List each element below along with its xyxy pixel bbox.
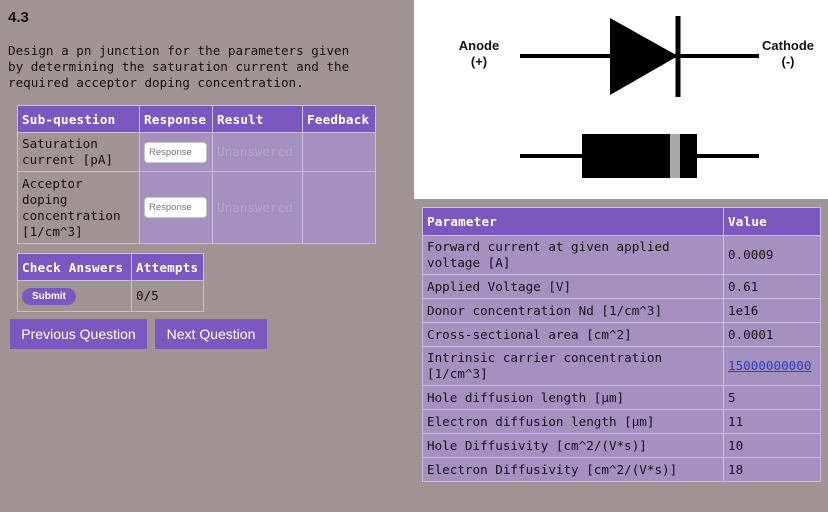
diode-diagram: Anode (+) Cathode (-) <box>414 0 828 199</box>
parameter-name: Electron Diffusivity [cm^2/(V*s)] <box>422 457 724 482</box>
col-attempts: Attempts <box>131 253 204 281</box>
table-row: Electron diffusion length [µm] 11 <box>422 409 821 434</box>
diode-triangle-icon <box>610 18 678 95</box>
question-number: 4.3 <box>8 9 29 26</box>
parameter-name: Electron diffusion length [µm] <box>422 409 724 434</box>
table-row: Cross-sectional area [cm^2] 0.0001 <box>422 322 821 347</box>
parameter-table-header: Parameter Value <box>422 207 821 236</box>
question-table-header: Sub-question Response Result Feedback <box>17 105 376 133</box>
diode-cathode-band <box>670 134 680 178</box>
sub-question-label: Saturation current [pA] <box>17 132 140 172</box>
question-table: Sub-question Response Result Feedback Sa… <box>17 105 376 244</box>
col-feedback: Feedback <box>302 105 376 133</box>
attempts-count: 0/5 <box>131 280 204 312</box>
answer-table: Check Answers Attempts Submit 0/5 <box>17 253 204 312</box>
result-cell: Unanswered <box>212 171 303 244</box>
cathode-text: Cathode <box>762 38 814 53</box>
parameter-name: Hole diffusion length [µm] <box>422 385 724 410</box>
parameter-name: Cross-sectional area [cm^2] <box>422 322 724 347</box>
table-row: Hole diffusion length [µm] 5 <box>422 385 821 410</box>
parameter-table: Parameter Value Forward current at given… <box>422 207 821 482</box>
table-row: Acceptor doping concentration [1/cm^3] U… <box>17 171 376 244</box>
parameter-name: Forward current at given applied voltage… <box>422 235 724 275</box>
parameter-value: 0.0001 <box>723 322 821 347</box>
parameter-value: 0.0009 <box>723 235 821 275</box>
response-cell <box>139 171 213 244</box>
parameter-value: 5 <box>723 385 821 410</box>
response-cell <box>139 132 213 172</box>
col-response: Response <box>139 105 213 133</box>
next-question-button[interactable]: Next Question <box>155 319 267 349</box>
answer-table-header: Check Answers Attempts <box>17 253 204 281</box>
cathode-label: Cathode (-) <box>755 38 821 70</box>
question-description: Design a pn junction for the parameters … <box>8 43 350 90</box>
col-parameter: Parameter <box>422 207 724 236</box>
saturation-current-input[interactable] <box>144 141 207 163</box>
table-row: Donor concentration Nd [1/cm^3] 1e16 <box>422 298 821 323</box>
parameter-name: Intrinsic carrier concentration [1/cm^3] <box>422 346 724 386</box>
col-sub-question: Sub-question <box>17 105 140 133</box>
col-result: Result <box>212 105 303 133</box>
intrinsic-concentration-link[interactable]: 15000000000 <box>723 346 821 386</box>
diode-symbol-svg <box>520 16 759 178</box>
parameter-value: 0.61 <box>723 274 821 299</box>
acceptor-doping-input[interactable] <box>144 197 207 218</box>
submit-cell: Submit <box>17 280 132 312</box>
parameter-name: Hole Diffusivity [cm^2/(V*s)] <box>422 433 724 458</box>
table-row: Saturation current [pA] Unanswered <box>17 132 376 172</box>
anode-sign: (+) <box>470 54 488 69</box>
result-cell: Unanswered <box>212 132 303 172</box>
cathode-sign: (-) <box>781 54 795 69</box>
table-row: Applied Voltage [V] 0.61 <box>422 274 821 299</box>
parameter-value: 11 <box>723 409 821 434</box>
sub-question-label: Acceptor doping concentration [1/cm^3] <box>17 171 140 244</box>
col-check-answers: Check Answers <box>17 253 132 281</box>
parameter-value: 10 <box>723 433 821 458</box>
col-value: Value <box>723 207 821 236</box>
table-row: Hole Diffusivity [cm^2/(V*s)] 10 <box>422 433 821 458</box>
table-row: Intrinsic carrier concentration [1/cm^3]… <box>422 346 821 386</box>
table-row: Forward current at given applied voltage… <box>422 235 821 275</box>
previous-question-button[interactable]: Previous Question <box>10 319 147 349</box>
feedback-cell <box>302 171 376 244</box>
parameter-name: Applied Voltage [V] <box>422 274 724 299</box>
parameter-value: 18 <box>723 457 821 482</box>
parameter-value: 1e16 <box>723 298 821 323</box>
feedback-cell <box>302 132 376 172</box>
anode-label: Anode (+) <box>450 38 508 70</box>
table-row: Submit 0/5 <box>17 280 204 312</box>
submit-button[interactable]: Submit <box>22 288 76 305</box>
parameter-name: Donor concentration Nd [1/cm^3] <box>422 298 724 323</box>
table-row: Electron Diffusivity [cm^2/(V*s)] 18 <box>422 457 821 482</box>
anode-text: Anode <box>458 38 500 53</box>
